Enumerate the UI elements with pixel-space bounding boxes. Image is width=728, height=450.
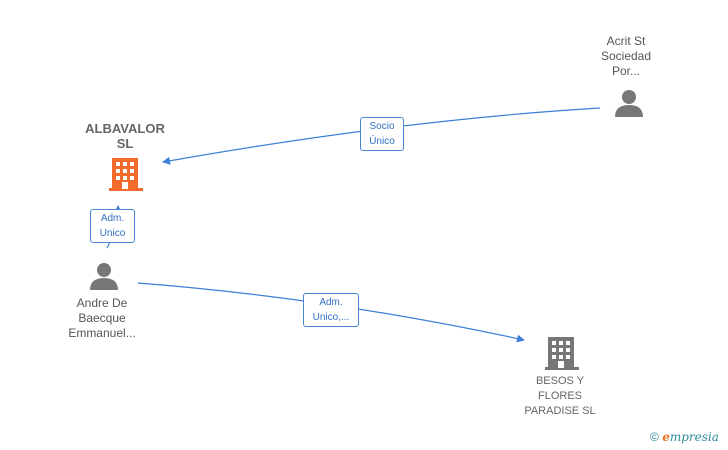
albavalor-line-1: ALBAVALOR <box>85 121 165 136</box>
adm2-line-2: Unico,... <box>312 312 350 323</box>
socio-line-1: Socio <box>369 121 395 132</box>
person-icon-andre[interactable] <box>88 261 120 291</box>
acrit-line-3: Por... <box>611 64 640 78</box>
copyright-symbol: © <box>650 430 659 444</box>
andre-line-1: Andre De <box>76 296 128 310</box>
brand-rest: mpresia <box>669 430 719 444</box>
building-icon-albavalor[interactable] <box>109 156 143 192</box>
building-icon-besos[interactable] <box>545 335 579 371</box>
person-icon-acrit[interactable] <box>613 88 645 118</box>
empresia-watermark: © empresia <box>650 430 719 444</box>
andre-line-2: Baecque <box>78 311 126 325</box>
edge-label-adm-unico[interactable]: Adm. Unico <box>90 209 135 243</box>
edge-label-adm-unico-besos[interactable]: Adm. Unico,... <box>303 293 359 327</box>
acrit-line-2: Sociedad <box>600 49 652 63</box>
albavalor-line-2: SL <box>116 136 134 151</box>
edge-label-socio-unico[interactable]: Socio Único <box>360 117 404 151</box>
adm1-line-1: Adm. <box>100 213 125 224</box>
besos-line-3: PARADISE SL <box>524 405 596 417</box>
brand-e: e <box>662 430 670 444</box>
besos-line-1: BESOS Y <box>535 375 585 387</box>
brand-logo: empresia <box>662 430 719 444</box>
besos-line-2: FLORES <box>537 390 582 402</box>
node-label-besos[interactable]: BESOS Y FLORES PARADISE SL <box>505 374 615 419</box>
node-label-acrit[interactable]: Acrit St Sociedad Por... <box>578 34 674 79</box>
socio-line-2: Único <box>369 136 395 147</box>
node-label-andre[interactable]: Andre De Baecque Emmanuel... <box>50 296 154 341</box>
node-label-albavalor[interactable]: ALBAVALOR SL <box>70 121 180 151</box>
acrit-line-1: Acrit St <box>606 34 646 48</box>
adm1-line-2: Unico <box>99 228 126 239</box>
adm2-line-1: Adm. <box>319 297 343 308</box>
andre-line-3: Emmanuel... <box>68 326 136 340</box>
